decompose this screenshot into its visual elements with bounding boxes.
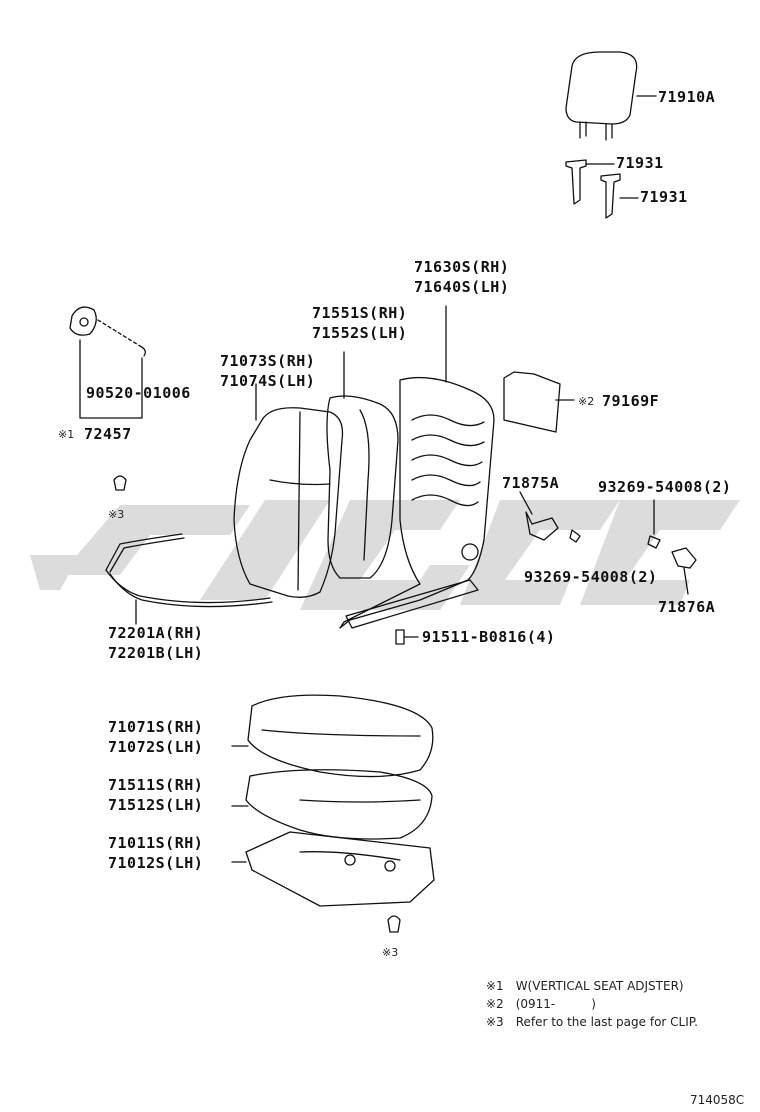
back-frame-drawing bbox=[339, 305, 495, 629]
part-cushion-frame-lh: 71012S(LH) bbox=[108, 854, 204, 872]
figure-id: 714058C bbox=[690, 1093, 745, 1107]
part-back-pad-lh: 71552S(LH) bbox=[312, 324, 408, 342]
watermark-logo bbox=[30, 500, 740, 610]
marker-2: ※2 bbox=[578, 395, 595, 408]
part-back-frame-lh: 71640S(LH) bbox=[414, 278, 510, 296]
part-back-pad-rh: 71551S(RH) bbox=[312, 304, 408, 322]
part-back-cover-lh: 71074S(LH) bbox=[220, 372, 316, 390]
part-knob: 90520-01006 bbox=[86, 384, 191, 402]
marker-1: ※1 bbox=[58, 428, 75, 441]
wire-drawing bbox=[105, 533, 273, 625]
cushion-frame-drawing bbox=[231, 831, 435, 907]
part-back-cover-rh: 71073S(RH) bbox=[220, 352, 316, 370]
side-cover-drawing bbox=[519, 491, 697, 595]
back-cover-drawing bbox=[233, 383, 344, 598]
note-3: ※3 Refer to the last page for CLIP. bbox=[486, 1015, 698, 1029]
part-headrest: 71910A bbox=[658, 88, 716, 106]
part-wire-rh: 72201A(RH) bbox=[108, 624, 204, 642]
part-cushion-cover-rh: 71071S(RH) bbox=[108, 718, 204, 736]
clip-drawing-2 bbox=[387, 915, 401, 933]
knob-drawing bbox=[69, 306, 146, 419]
clip-drawing bbox=[113, 475, 127, 491]
plate-drawing bbox=[503, 371, 575, 433]
part-cover-right: 71876A bbox=[658, 598, 716, 616]
headrest-support-drawing bbox=[565, 159, 639, 219]
part-screw-left: 93269-54008(2) bbox=[524, 568, 658, 586]
headrest-drawing bbox=[565, 51, 657, 141]
part-headrest-support-2: 71931 bbox=[640, 188, 688, 206]
part-cushion-cover-lh: 71072S(LH) bbox=[108, 738, 204, 756]
note-2: ※2 (0911- ) bbox=[486, 997, 596, 1011]
part-back-frame-rh: 71630S(RH) bbox=[414, 258, 510, 276]
part-cushion-frame-rh: 71011S(RH) bbox=[108, 834, 204, 852]
part-bolt: 91511-B0816(4) bbox=[422, 628, 556, 646]
note-1: ※1 W(VERTICAL SEAT ADJSTER) bbox=[486, 979, 684, 993]
bolt-drawing bbox=[395, 629, 419, 645]
clip-label-1: ※3 bbox=[108, 508, 125, 521]
part-cushion-pad-rh: 71511S(RH) bbox=[108, 776, 204, 794]
clip-label-2: ※3 bbox=[382, 946, 399, 959]
cushion-cover-drawing bbox=[231, 694, 434, 778]
part-cushion-pad-lh: 71512S(LH) bbox=[108, 796, 204, 814]
part-wire-lh: 72201B(LH) bbox=[108, 644, 204, 662]
part-screw-right: 93269-54008(2) bbox=[598, 478, 732, 496]
back-pad-drawing bbox=[326, 351, 399, 579]
part-plate: 79169F bbox=[602, 392, 660, 410]
part-knob-assy: 72457 bbox=[84, 425, 132, 443]
cushion-pad-drawing bbox=[231, 769, 433, 840]
part-cover-left: 71875A bbox=[502, 474, 560, 492]
part-headrest-support-1: 71931 bbox=[616, 154, 664, 172]
